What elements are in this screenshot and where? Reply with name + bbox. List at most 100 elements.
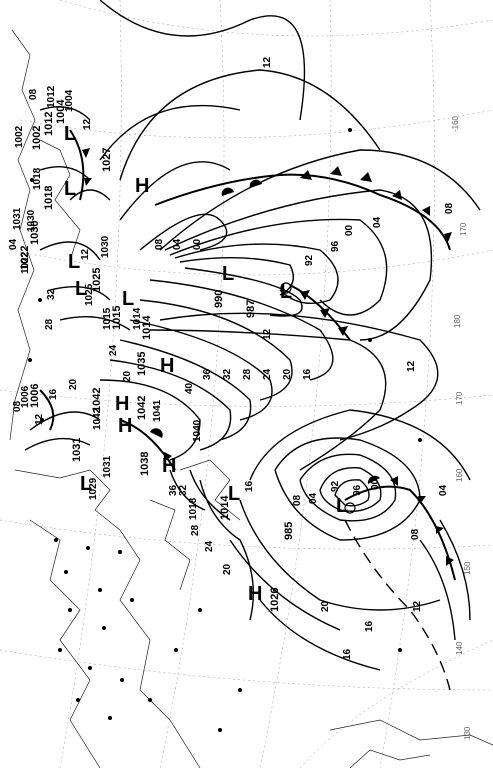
svg-text:1025: 1025 (84, 283, 95, 306)
lon-label: 150 (463, 561, 472, 575)
svg-text:1042: 1042 (92, 407, 103, 430)
isobar-label: 28 (44, 318, 55, 330)
high-symbol: H (160, 355, 174, 377)
lon-label: 140 (455, 641, 464, 655)
isobar-label: 00 (370, 478, 381, 490)
low-symbol: L (122, 288, 134, 310)
isobar-label: 08 (444, 202, 455, 214)
pressure-value: 990 (213, 290, 225, 308)
isobar-label: 08 (28, 88, 39, 100)
isobar-label: 12 (262, 56, 273, 68)
lon-label: 180 (453, 314, 462, 328)
pressure-value: 1038 (139, 452, 151, 476)
isobar-label: 40 (184, 382, 195, 394)
isobar-label: 28 (242, 368, 253, 380)
isobar-label: 36 (168, 484, 179, 496)
svg-text:1002: 1002 (14, 125, 25, 148)
lon-label: 170 (455, 391, 464, 405)
pressure-value: 1014 (219, 495, 231, 520)
isobar-label: 12 (80, 248, 91, 260)
low-symbol: L (280, 281, 292, 303)
pressure-value: 1026 (269, 588, 281, 612)
isobar-label: 16 (342, 648, 353, 660)
pressure-value: 1027 (101, 148, 113, 172)
isobar-label: 08 (154, 238, 165, 250)
front-northwest (69, 129, 85, 201)
pressure-value: 1035 (136, 352, 148, 376)
high-symbol: H (118, 415, 132, 437)
trough-line (344, 519, 451, 691)
cold-front-south (344, 485, 456, 581)
pressure-value: 1042 (136, 396, 148, 420)
high-symbol: H (135, 175, 149, 197)
isobar-label: 24 (204, 540, 215, 552)
fronts (39, 129, 456, 691)
isobar-label: 20 (320, 600, 331, 612)
low-symbol: L (222, 263, 234, 285)
low-symbol: L (336, 495, 348, 517)
isobar-label: 00 (192, 238, 203, 250)
high-symbol: H (162, 455, 176, 477)
isobar-label: 20 (68, 378, 79, 390)
isobar-label: 96 (352, 484, 363, 496)
pressure-value: 987 (245, 300, 257, 318)
isobars (24, 0, 481, 671)
pressure-value: 985 (283, 522, 295, 540)
high-symbol: H (248, 583, 262, 605)
isobar-label: 24 (108, 344, 119, 356)
isobar-label: 12 (406, 360, 417, 372)
isobar-label: 36 (202, 368, 213, 380)
low-symbol: L (75, 278, 87, 300)
isobar-label: 20 (282, 368, 293, 380)
svg-text:1031: 1031 (12, 207, 23, 230)
isobar-label: 16 (364, 620, 375, 632)
svg-text:1015: 1015 (102, 307, 113, 330)
isobar-label: 08 (292, 494, 303, 506)
isobar-label: 12 (262, 328, 273, 340)
pressure-value: 1004 (55, 99, 67, 124)
high-symbol: H (115, 393, 129, 415)
isobar-label: 12 (82, 118, 93, 130)
svg-text:1004: 1004 (64, 89, 75, 112)
isobar-label: 04 (438, 484, 449, 496)
graticule-labels: -160 170 180 170 160 150 140 130 (451, 115, 472, 740)
pressure-value: 1031 (71, 438, 83, 462)
isobar-label: 28 (190, 524, 201, 536)
isobar-label: 32 (46, 288, 57, 300)
isobar-label: 12 (34, 413, 45, 425)
svg-text:1022: 1022 (20, 251, 31, 274)
pressure-value: 1014 (141, 315, 153, 340)
pressure-centers: H 1027 L 990 L 987 H 1035 H 1042 H 1042 … (19, 99, 356, 612)
svg-text:1018: 1018 (32, 167, 43, 190)
pressure-value: 1015 (111, 306, 123, 330)
isobar-label: 04 (372, 216, 383, 228)
svg-text:1030: 1030 (26, 209, 37, 232)
pressure-value: 1006 (29, 384, 41, 408)
lon-label: 170 (459, 222, 468, 236)
front-coast (39, 389, 55, 431)
svg-text:1031: 1031 (102, 455, 113, 478)
isobar-label: 12 (412, 600, 423, 612)
svg-text:1014: 1014 (132, 307, 143, 330)
svg-text:1029: 1029 (88, 477, 99, 500)
low-symbol: L (64, 123, 76, 145)
isobar-label: 24 (262, 368, 273, 380)
isobar-label: 16 (48, 388, 59, 400)
low-symbol: L (80, 473, 92, 495)
pressure-value: 1030 (29, 221, 41, 245)
low-symbol: L (228, 483, 240, 505)
isobar-label: 04 (308, 492, 319, 504)
isobar-label: 00 (344, 224, 355, 236)
pressure-value: 1018 (43, 186, 55, 210)
isobar-labels: 12 08 04 00 96 92 00 04 08 12 16 20 24 2… (8, 56, 455, 660)
isobar-label: 92 (330, 480, 341, 492)
pressure-value: 1022 (19, 246, 31, 270)
isobar-label: 32 (222, 368, 233, 380)
low-symbol: L (64, 178, 76, 200)
occluded-front (154, 173, 451, 251)
coastlines (9, 29, 493, 768)
front-west (119, 419, 176, 471)
isobar-label: 16 (244, 480, 255, 492)
